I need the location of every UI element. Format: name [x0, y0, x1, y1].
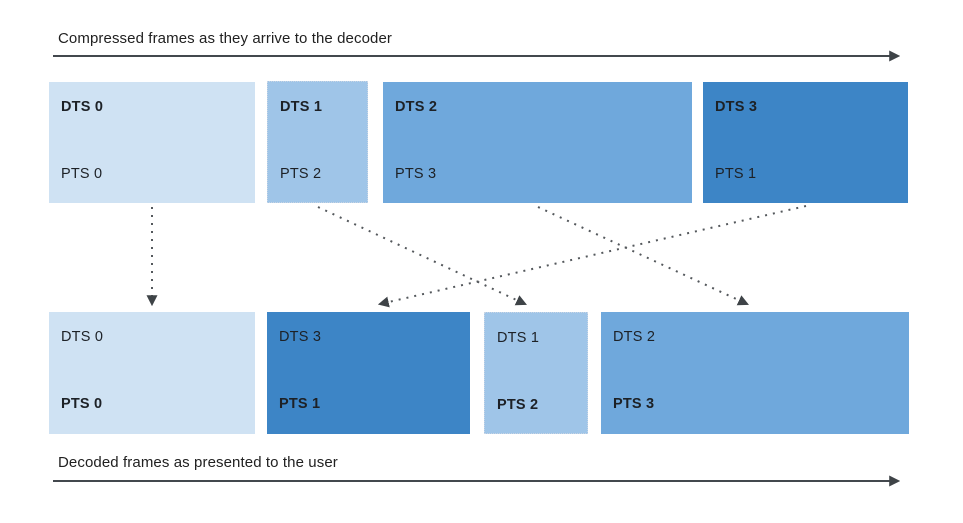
compressed-frame-3: DTS 3 PTS 1: [703, 82, 908, 203]
dts-label: DTS 2: [613, 329, 656, 345]
dts-label: DTS 0: [61, 329, 104, 345]
pts-label: PTS 2: [280, 166, 322, 182]
connector-arrow-pts1: [377, 205, 807, 308]
dts-label: DTS 3: [715, 99, 758, 115]
dts-label: DTS 0: [61, 99, 104, 115]
dts-label: DTS 1: [280, 99, 323, 115]
decoded-axis-label: Decoded frames as presented to the user: [58, 454, 338, 471]
pts-label: PTS 0: [61, 166, 103, 182]
compressed-frame-1: DTS 1 PTS 2: [267, 81, 368, 203]
compressed-frame-0: DTS 0 PTS 0: [49, 82, 255, 203]
compressed-axis-label: Compressed frames as they arrive to the …: [58, 30, 393, 47]
decoded-frame-2: DTS 1 PTS 2: [484, 312, 588, 434]
pts-label: PTS 3: [395, 166, 437, 182]
pts-label: PTS 2: [497, 397, 539, 413]
connector-arrow-pts3: [537, 206, 749, 306]
dts-label: DTS 3: [279, 329, 322, 345]
pts-label: PTS 1: [715, 166, 757, 182]
compressed-frame-2: DTS 2 PTS 3: [383, 82, 692, 203]
pts-label: PTS 3: [613, 396, 655, 412]
dts-label: DTS 2: [395, 99, 438, 115]
decoded-frame-1: DTS 3 PTS 1: [267, 312, 470, 434]
pts-label: PTS 0: [61, 396, 103, 412]
decoded-frame-0: DTS 0 PTS 0: [49, 312, 255, 434]
decoded-frame-3: DTS 2 PTS 3: [601, 312, 909, 434]
dts-label: DTS 1: [497, 330, 540, 346]
pts-label: PTS 1: [279, 396, 321, 412]
connector-arrow-pts2: [317, 206, 527, 306]
